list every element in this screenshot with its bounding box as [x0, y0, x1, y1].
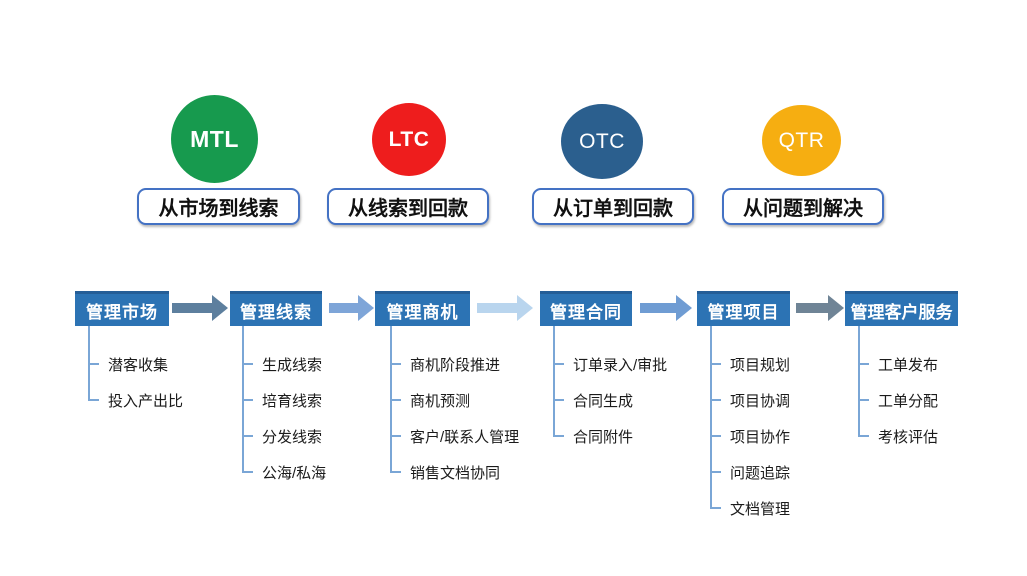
- stage-label-ltc-text: 从线索到回款: [348, 198, 468, 220]
- flow-arrow-4-icon: [640, 295, 692, 321]
- tree-item: 客户/联系人管理: [390, 418, 519, 454]
- tree-item: 合同生成: [553, 382, 667, 418]
- tree-manage-opportunity: 商机阶段推进 商机预测 客户/联系人管理 销售文档协同: [390, 326, 519, 490]
- tree-item: 考核评估: [858, 418, 938, 454]
- stage-label-qtr: 从问题到解决: [722, 188, 884, 225]
- tree-manage-contract: 订单录入/审批 合同生成 合同附件: [553, 326, 667, 454]
- tree-item-label: 文档管理: [730, 500, 791, 518]
- flow-box-manage-customer-service: 管理客户服务: [845, 291, 958, 326]
- flow-arrow-1-head: [212, 295, 228, 321]
- tree-item-label: 工单发布: [878, 356, 939, 374]
- tree-manage-leads: 生成线索 培育线索 分发线索 公海/私海: [242, 326, 326, 490]
- tree-connector-line: [553, 326, 555, 436]
- tree-item-label: 工单分配: [878, 392, 939, 410]
- stage-circle-mtl: MTL: [171, 95, 258, 183]
- flow-box-manage-leads-text: 管理线索: [240, 302, 312, 322]
- tree-item: 合同附件: [553, 418, 667, 454]
- flow-arrow-4-body: [640, 303, 676, 313]
- tree-connector-line: [710, 326, 712, 508]
- tree-item: 投入产出比: [88, 382, 183, 418]
- flow-box-manage-contract-text: 管理合同: [550, 302, 622, 322]
- flow-arrow-3-icon: [477, 295, 533, 321]
- tree-item-label: 商机阶段推进: [410, 356, 501, 374]
- tree-item: 订单录入/审批: [553, 346, 667, 382]
- tree-item-label: 项目协调: [730, 392, 791, 410]
- tree-item: 商机预测: [390, 382, 519, 418]
- tree-manage-market: 潜客收集 投入产出比: [88, 326, 183, 418]
- tree-item: 潜客收集: [88, 346, 183, 382]
- flow-arrow-1-icon: [172, 295, 228, 321]
- tree-item-label: 订单录入/审批: [573, 356, 668, 374]
- tree-item-label: 问题追踪: [730, 464, 791, 482]
- tree-item-label: 生成线索: [262, 356, 323, 374]
- flow-arrow-5-icon: [796, 295, 844, 321]
- tree-item: 培育线索: [242, 382, 326, 418]
- tree-connector-line: [858, 326, 860, 436]
- stage-label-ltc: 从线索到回款: [327, 188, 489, 225]
- tree-item: 文档管理: [710, 490, 790, 526]
- tree-item: 项目协作: [710, 418, 790, 454]
- flow-box-manage-contract: 管理合同: [540, 291, 632, 326]
- stage-label-otc-text: 从订单到回款: [553, 198, 673, 220]
- flow-box-manage-opportunity: 管理商机: [375, 291, 470, 326]
- tree-item: 工单发布: [858, 346, 938, 382]
- tree-item-label: 合同生成: [573, 392, 634, 410]
- tree-item-label: 培育线索: [262, 392, 323, 410]
- flow-arrow-5-body: [796, 303, 828, 313]
- tree-item: 公海/私海: [242, 454, 326, 490]
- flow-box-manage-customer-service-text: 管理客户服务: [850, 302, 953, 322]
- tree-item: 生成线索: [242, 346, 326, 382]
- stage-label-otc: 从订单到回款: [532, 188, 694, 225]
- stage-code-mtl: MTL: [190, 125, 239, 152]
- tree-item-label: 考核评估: [878, 428, 939, 446]
- flow-arrow-4-head: [676, 295, 692, 321]
- tree-item-label: 商机预测: [410, 392, 471, 410]
- tree-item: 项目协调: [710, 382, 790, 418]
- tree-manage-customer-service: 工单发布 工单分配 考核评估: [858, 326, 938, 454]
- tree-item-label: 项目协作: [730, 428, 791, 446]
- flow-box-manage-market-text: 管理市场: [86, 302, 158, 322]
- stage-code-otc: OTC: [579, 129, 625, 153]
- flow-arrow-2-body: [329, 303, 358, 313]
- tree-item-label: 客户/联系人管理: [410, 428, 520, 446]
- tree-item-label: 项目规划: [730, 356, 791, 374]
- tree-item: 工单分配: [858, 382, 938, 418]
- tree-item: 问题追踪: [710, 454, 790, 490]
- tree-manage-project: 项目规划 项目协调 项目协作 问题追踪 文档管理: [710, 326, 790, 526]
- tree-item: 项目规划: [710, 346, 790, 382]
- stage-code-qtr: QTR: [778, 128, 825, 152]
- tree-connector-line: [390, 326, 392, 472]
- stage-circle-otc: OTC: [561, 104, 643, 179]
- flow-arrow-3-head: [517, 295, 533, 321]
- flow-box-manage-project: 管理项目: [697, 291, 790, 326]
- tree-item-label: 投入产出比: [108, 392, 184, 410]
- tree-item-label: 合同附件: [573, 428, 634, 446]
- flow-arrow-1-body: [172, 303, 212, 313]
- tree-connector-line: [88, 326, 90, 400]
- tree-item: 销售文档协同: [390, 454, 519, 490]
- flow-box-manage-leads: 管理线索: [230, 291, 322, 326]
- stage-code-ltc: LTC: [388, 127, 430, 151]
- tree-item-label: 销售文档协同: [410, 464, 501, 482]
- flow-arrow-3-body: [477, 303, 517, 313]
- flow-arrow-5-head: [828, 295, 844, 321]
- stage-label-qtr-text: 从问题到解决: [743, 198, 863, 220]
- flow-box-manage-project-text: 管理项目: [707, 302, 780, 322]
- flow-arrow-2-icon: [329, 295, 374, 321]
- flow-box-manage-opportunity-text: 管理商机: [386, 302, 459, 322]
- tree-item: 分发线索: [242, 418, 326, 454]
- flow-arrow-2-head: [358, 295, 374, 321]
- tree-item: 商机阶段推进: [390, 346, 519, 382]
- tree-item-label: 分发线索: [262, 428, 323, 446]
- stage-label-mtl-text: 从市场到线索: [158, 198, 279, 220]
- stage-label-mtl: 从市场到线索: [137, 188, 300, 225]
- stage-circle-qtr: QTR: [762, 105, 841, 176]
- stage-circle-ltc: LTC: [372, 103, 446, 176]
- tree-item-label: 公海/私海: [262, 464, 327, 482]
- flow-box-manage-market: 管理市场: [75, 291, 169, 326]
- tree-connector-line: [242, 326, 244, 472]
- tree-item-label: 潜客收集: [108, 356, 169, 374]
